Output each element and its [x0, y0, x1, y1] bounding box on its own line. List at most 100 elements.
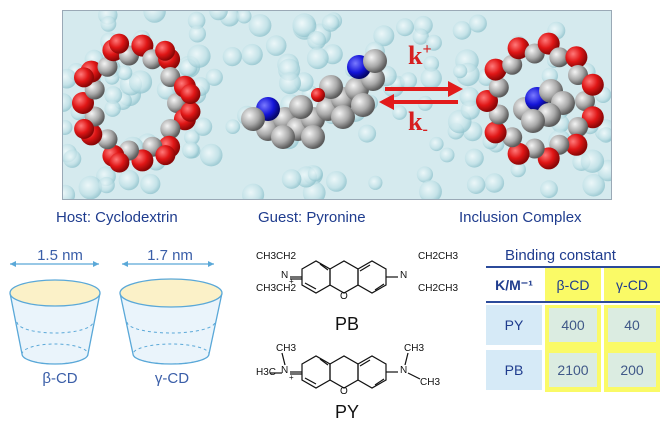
- water-atom: [540, 180, 558, 199]
- water-atom: [100, 16, 117, 32]
- binding-row-py-dye: PY: [486, 305, 542, 345]
- pb-charge: +: [289, 277, 294, 286]
- water-atom: [484, 173, 505, 193]
- water-atom: [468, 14, 487, 33]
- water-atom: [265, 35, 287, 56]
- binding-row-py-beta: 400: [549, 308, 597, 342]
- water-atom: [429, 136, 444, 152]
- host-oxygen-atom: [74, 118, 95, 139]
- host-oxygen-atom: [155, 40, 176, 61]
- water-atom: [420, 67, 442, 89]
- gamma-dimension-arrow: [122, 261, 214, 267]
- host-carbon-atom: [97, 129, 118, 150]
- complex-oxygen-atom: [484, 121, 507, 144]
- forward-rate-k: k: [408, 41, 423, 70]
- water-atom: [140, 173, 161, 195]
- water-atom: [292, 13, 317, 38]
- host-carbon-atom: [97, 56, 118, 77]
- host-oxygen-atom: [109, 33, 130, 54]
- pb-right-bottom-group: CH2CH3: [418, 283, 459, 294]
- water-atom: [209, 11, 228, 21]
- host-caption: Host: Cyclodextrin: [56, 209, 178, 226]
- complex-carbon-atom: [575, 91, 595, 111]
- complex-carbon-atom: [549, 47, 570, 68]
- complex-carbon-atom: [488, 77, 509, 98]
- water-atom: [466, 175, 486, 194]
- binding-row-pb-dye: PB: [486, 350, 542, 390]
- guest-carbon-atom: [351, 93, 375, 117]
- beta-cd-cone: [9, 279, 101, 365]
- water-atom: [104, 86, 123, 104]
- water-atom: [306, 47, 329, 70]
- water-atom: [419, 180, 442, 199]
- water-atom: [368, 175, 383, 190]
- water-atom: [193, 117, 213, 136]
- guest-carbon-atom: [271, 125, 295, 149]
- guest-carbon-atom: [363, 49, 387, 73]
- pb-left-top-group: CH3CH2: [256, 251, 297, 262]
- water-atom: [425, 34, 442, 51]
- water-atom: [118, 169, 140, 191]
- gamma-cd-label: γ-CD: [154, 370, 190, 387]
- host-cyclodextrin-molecule: [72, 33, 201, 173]
- water-atom: [358, 124, 377, 143]
- reverse-rate-label: k-: [408, 107, 428, 139]
- water-atom: [187, 44, 211, 68]
- binding-row-pb-gamma: 200: [608, 353, 656, 387]
- complex-oxygen-atom: [507, 142, 530, 165]
- water-atom: [464, 148, 484, 168]
- pb-right-top-group: CH2CH3: [418, 251, 459, 262]
- water-atom: [241, 43, 263, 66]
- py-right-n: N: [400, 365, 408, 376]
- pb-right-n: N: [400, 270, 408, 281]
- complex-oxygen-atom: [476, 90, 498, 112]
- water-atom: [326, 171, 347, 192]
- guest-carbon-atom: [331, 105, 355, 129]
- water-atom: [143, 11, 166, 23]
- guest-oxygen-atom: [311, 88, 325, 102]
- water-atom: [416, 166, 433, 183]
- host-oxygen-atom: [155, 145, 176, 166]
- complex-carbon-atom: [502, 127, 523, 148]
- water-atom: [98, 176, 115, 194]
- water-atom: [63, 184, 76, 199]
- water-atom: [582, 173, 605, 197]
- water-atom: [63, 120, 73, 135]
- complex-carbon-atom: [568, 117, 588, 137]
- water-atom: [460, 100, 480, 120]
- binding-header-gamma: γ-CD: [604, 268, 660, 302]
- binding-constant-title: Binding constant: [505, 247, 616, 264]
- complex-oxygen-atom: [565, 133, 588, 156]
- chemical-structures: [270, 260, 421, 389]
- complex-oxygen-atom: [581, 106, 604, 129]
- forward-arrow-head: [448, 81, 463, 97]
- cyclodextrin-cones: [9, 261, 223, 365]
- forward-rate-sub: +: [422, 41, 432, 58]
- water-atom: [104, 100, 121, 117]
- host-carbon-atom: [160, 119, 181, 139]
- water-atom: [396, 18, 414, 37]
- binding-header-beta: β-CD: [545, 268, 601, 302]
- water-atom: [187, 11, 206, 30]
- beta-cd-label: β-CD: [42, 370, 78, 387]
- binding-header-rule: [486, 301, 660, 303]
- water-atom: [184, 129, 200, 146]
- gamma-cd-cone: [119, 278, 223, 365]
- pb-label: PB: [335, 314, 360, 334]
- complex-oxygen-atom: [484, 58, 507, 81]
- water-atom: [412, 28, 429, 45]
- binding-row-pb-beta: 2100: [549, 353, 597, 387]
- water-atom: [222, 47, 242, 67]
- py-right-top-group: CH3: [404, 343, 425, 354]
- water-atom: [453, 64, 468, 79]
- water-atom: [117, 65, 133, 81]
- inclusion-complex-molecule: [476, 32, 604, 170]
- beta-dimension-arrow: [10, 261, 99, 267]
- complex-guest-carbon-atom: [521, 109, 545, 133]
- reverse-rate-sub: -: [422, 121, 428, 138]
- water-atom: [199, 143, 223, 167]
- water-atom: [279, 72, 301, 95]
- water-atom: [281, 169, 302, 189]
- water-atom: [78, 175, 103, 199]
- molecular-scene: k+ k-: [62, 10, 612, 200]
